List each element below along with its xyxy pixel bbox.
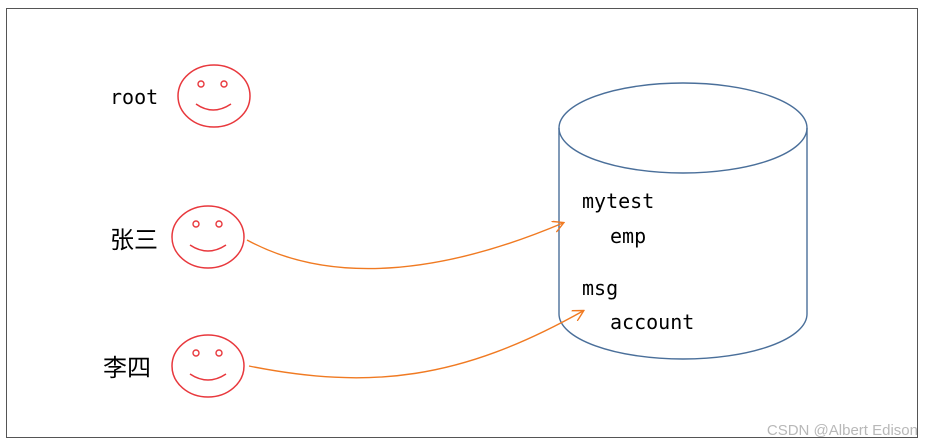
- schema-mytest: mytest: [582, 189, 654, 213]
- user-label-lisi: 李四: [103, 354, 151, 382]
- table-account: account: [610, 310, 694, 334]
- user-label-zhangsan: 张三: [110, 226, 158, 254]
- smiley-face-icon: [171, 205, 245, 269]
- watermark: CSDN @Albert Edison: [767, 422, 918, 439]
- smiley-face-icon: [177, 64, 251, 128]
- user-root: root: [110, 64, 251, 128]
- database-cylinder: mytest emp msg account: [558, 82, 808, 360]
- user-label-root: root: [110, 85, 158, 109]
- schema-msg: msg: [582, 276, 618, 300]
- user-zhangsan: 张三: [110, 205, 245, 269]
- access-arrow-zhangsan-mytest: [246, 223, 563, 270]
- smiley-face-icon: [171, 334, 245, 398]
- user-lisi: 李四: [103, 334, 245, 398]
- access-arrow-lisi-msg: [248, 311, 583, 379]
- table-emp: emp: [610, 224, 646, 248]
- diagram-frame: [6, 8, 918, 438]
